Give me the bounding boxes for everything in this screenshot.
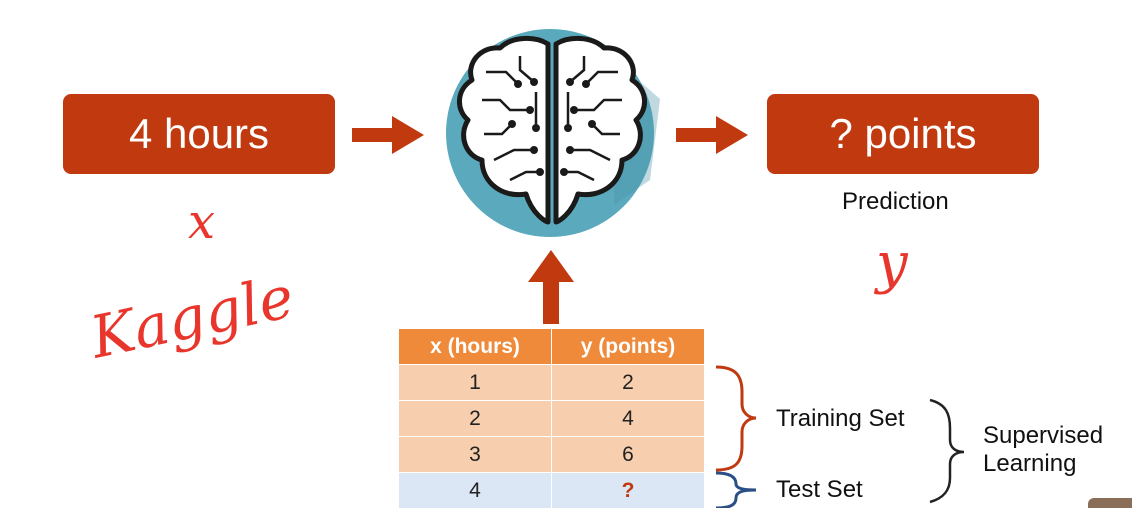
table-cell: 4 (398, 472, 552, 509)
table-cell: 6 (551, 436, 705, 473)
training-set-brace-icon (715, 365, 757, 472)
handwritten-x-symbol: x (188, 194, 215, 250)
table-cell: 2 (551, 364, 705, 401)
supervised-learning-brace-icon (929, 398, 965, 504)
table-row: 1 2 (398, 364, 705, 401)
webcam-thumbnail (1088, 498, 1132, 508)
arrow-model-to-output-icon (676, 116, 748, 154)
table-row: 2 4 (398, 400, 705, 437)
table-header-x: x (hours) (398, 328, 552, 365)
test-set-brace-icon (715, 471, 757, 508)
table-cell-unknown: ? (551, 472, 705, 509)
prediction-label: Prediction (842, 188, 949, 215)
table-cell: 3 (398, 436, 552, 473)
training-set-label: Training Set (776, 405, 905, 432)
table-row: 3 6 (398, 436, 705, 473)
table-header-row: x (hours) y (points) (398, 328, 705, 365)
table-cell: 1 (398, 364, 552, 401)
output-box-label: ? points (829, 110, 977, 157)
arrow-input-to-model-icon (352, 116, 424, 154)
test-set-label: Test Set (776, 476, 863, 503)
table-cell: 4 (551, 400, 705, 437)
arrow-data-to-model-icon (528, 250, 574, 324)
data-table: x (hours) y (points) 1 2 2 4 3 6 4 ? (398, 328, 705, 509)
supervised-learning-label: Supervised Learning (983, 422, 1103, 478)
handwritten-y-symbol: y (873, 231, 909, 296)
supervised-learning-line-1: Supervised (983, 422, 1104, 449)
table-header-y: y (points) (551, 328, 705, 365)
input-box: 4 hours (63, 94, 335, 174)
table-row-test: 4 ? (398, 472, 705, 509)
input-box-label: 4 hours (128, 110, 270, 157)
output-box: ? points (767, 94, 1039, 174)
supervised-learning-line-2: Learning (983, 450, 1077, 477)
table-cell: 2 (398, 400, 552, 437)
